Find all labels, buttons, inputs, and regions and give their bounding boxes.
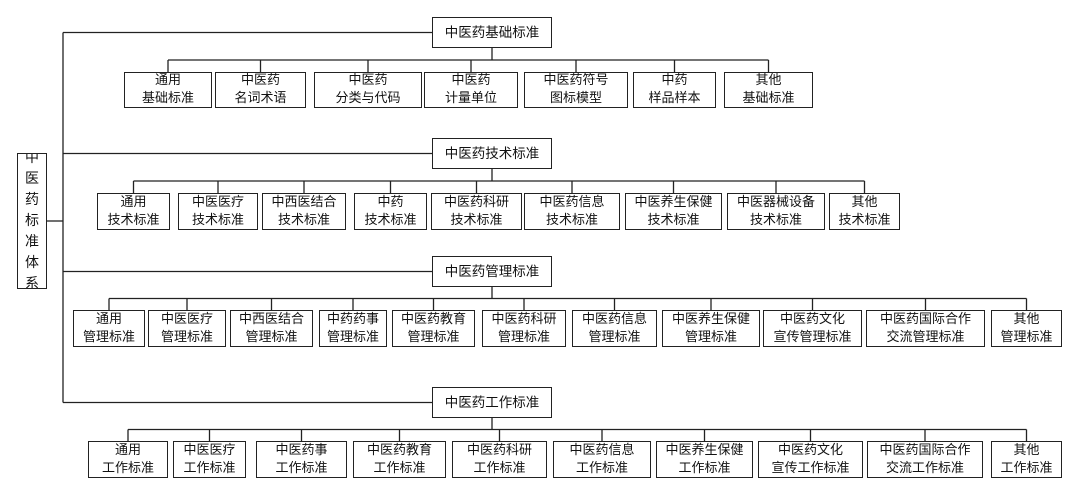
child-node: 中医药信息 技术标准 — [524, 193, 620, 230]
child-node: 中医药文化 宣传工作标准 — [758, 441, 863, 478]
child-node: 中医药教育 工作标准 — [353, 441, 446, 478]
child-node: 中医药符号 图标模型 — [524, 72, 628, 108]
child-node: 通用 技术标准 — [97, 193, 170, 230]
child-node: 中西医结合 管理标准 — [230, 310, 313, 347]
child-node: 中医药 名词术语 — [215, 72, 306, 108]
child-node: 通用 工作标准 — [88, 441, 168, 478]
child-node: 其他 技术标准 — [829, 193, 900, 230]
child-node: 中药 技术标准 — [354, 193, 427, 230]
category-node-technical: 中医药技术标准 — [432, 138, 552, 169]
child-node: 中医医疗 工作标准 — [173, 441, 246, 478]
child-node: 通用 管理标准 — [73, 310, 145, 347]
child-node: 中医药科研 工作标准 — [452, 441, 547, 478]
child-node: 中药药事 管理标准 — [319, 310, 387, 347]
child-node: 中医药文化 宣传管理标准 — [763, 310, 862, 347]
child-node: 其他 基础标准 — [724, 72, 813, 108]
child-node: 中医养生保健 技术标准 — [625, 193, 722, 230]
child-node: 中医药科研 管理标准 — [482, 310, 566, 347]
child-node: 中医器械设备 技术标准 — [727, 193, 825, 230]
category-node-management: 中医药管理标准 — [432, 256, 552, 287]
child-node: 中医药信息 工作标准 — [553, 441, 651, 478]
child-node: 中医药国际合作 交流管理标准 — [866, 310, 985, 347]
category-node-basic: 中医药基础标准 — [432, 17, 552, 48]
child-node: 中医药 分类与代码 — [314, 72, 422, 108]
child-node: 中医药信息 管理标准 — [572, 310, 657, 347]
child-node: 中医药事 工作标准 — [256, 441, 347, 478]
child-node: 中医药国际合作 交流工作标准 — [867, 441, 983, 478]
child-node: 其他 工作标准 — [991, 441, 1062, 478]
child-node: 中医药 计量单位 — [424, 72, 518, 108]
root-node: 中 医 药 标 准 体 系 — [17, 153, 47, 289]
child-node: 其他 管理标准 — [991, 310, 1062, 347]
child-node: 中西医结合 技术标准 — [262, 193, 346, 230]
child-node: 中医养生保健 工作标准 — [656, 441, 753, 478]
child-node: 中医药教育 管理标准 — [392, 310, 475, 347]
category-node-work: 中医药工作标准 — [432, 387, 552, 418]
child-node: 中医养生保健 管理标准 — [662, 310, 760, 347]
child-node: 中药 样品样本 — [633, 72, 716, 108]
child-node: 中医医疗 管理标准 — [148, 310, 226, 347]
child-node: 通用 基础标准 — [124, 72, 212, 108]
child-node: 中医药科研 技术标准 — [431, 193, 522, 230]
child-node: 中医医疗 技术标准 — [178, 193, 258, 230]
